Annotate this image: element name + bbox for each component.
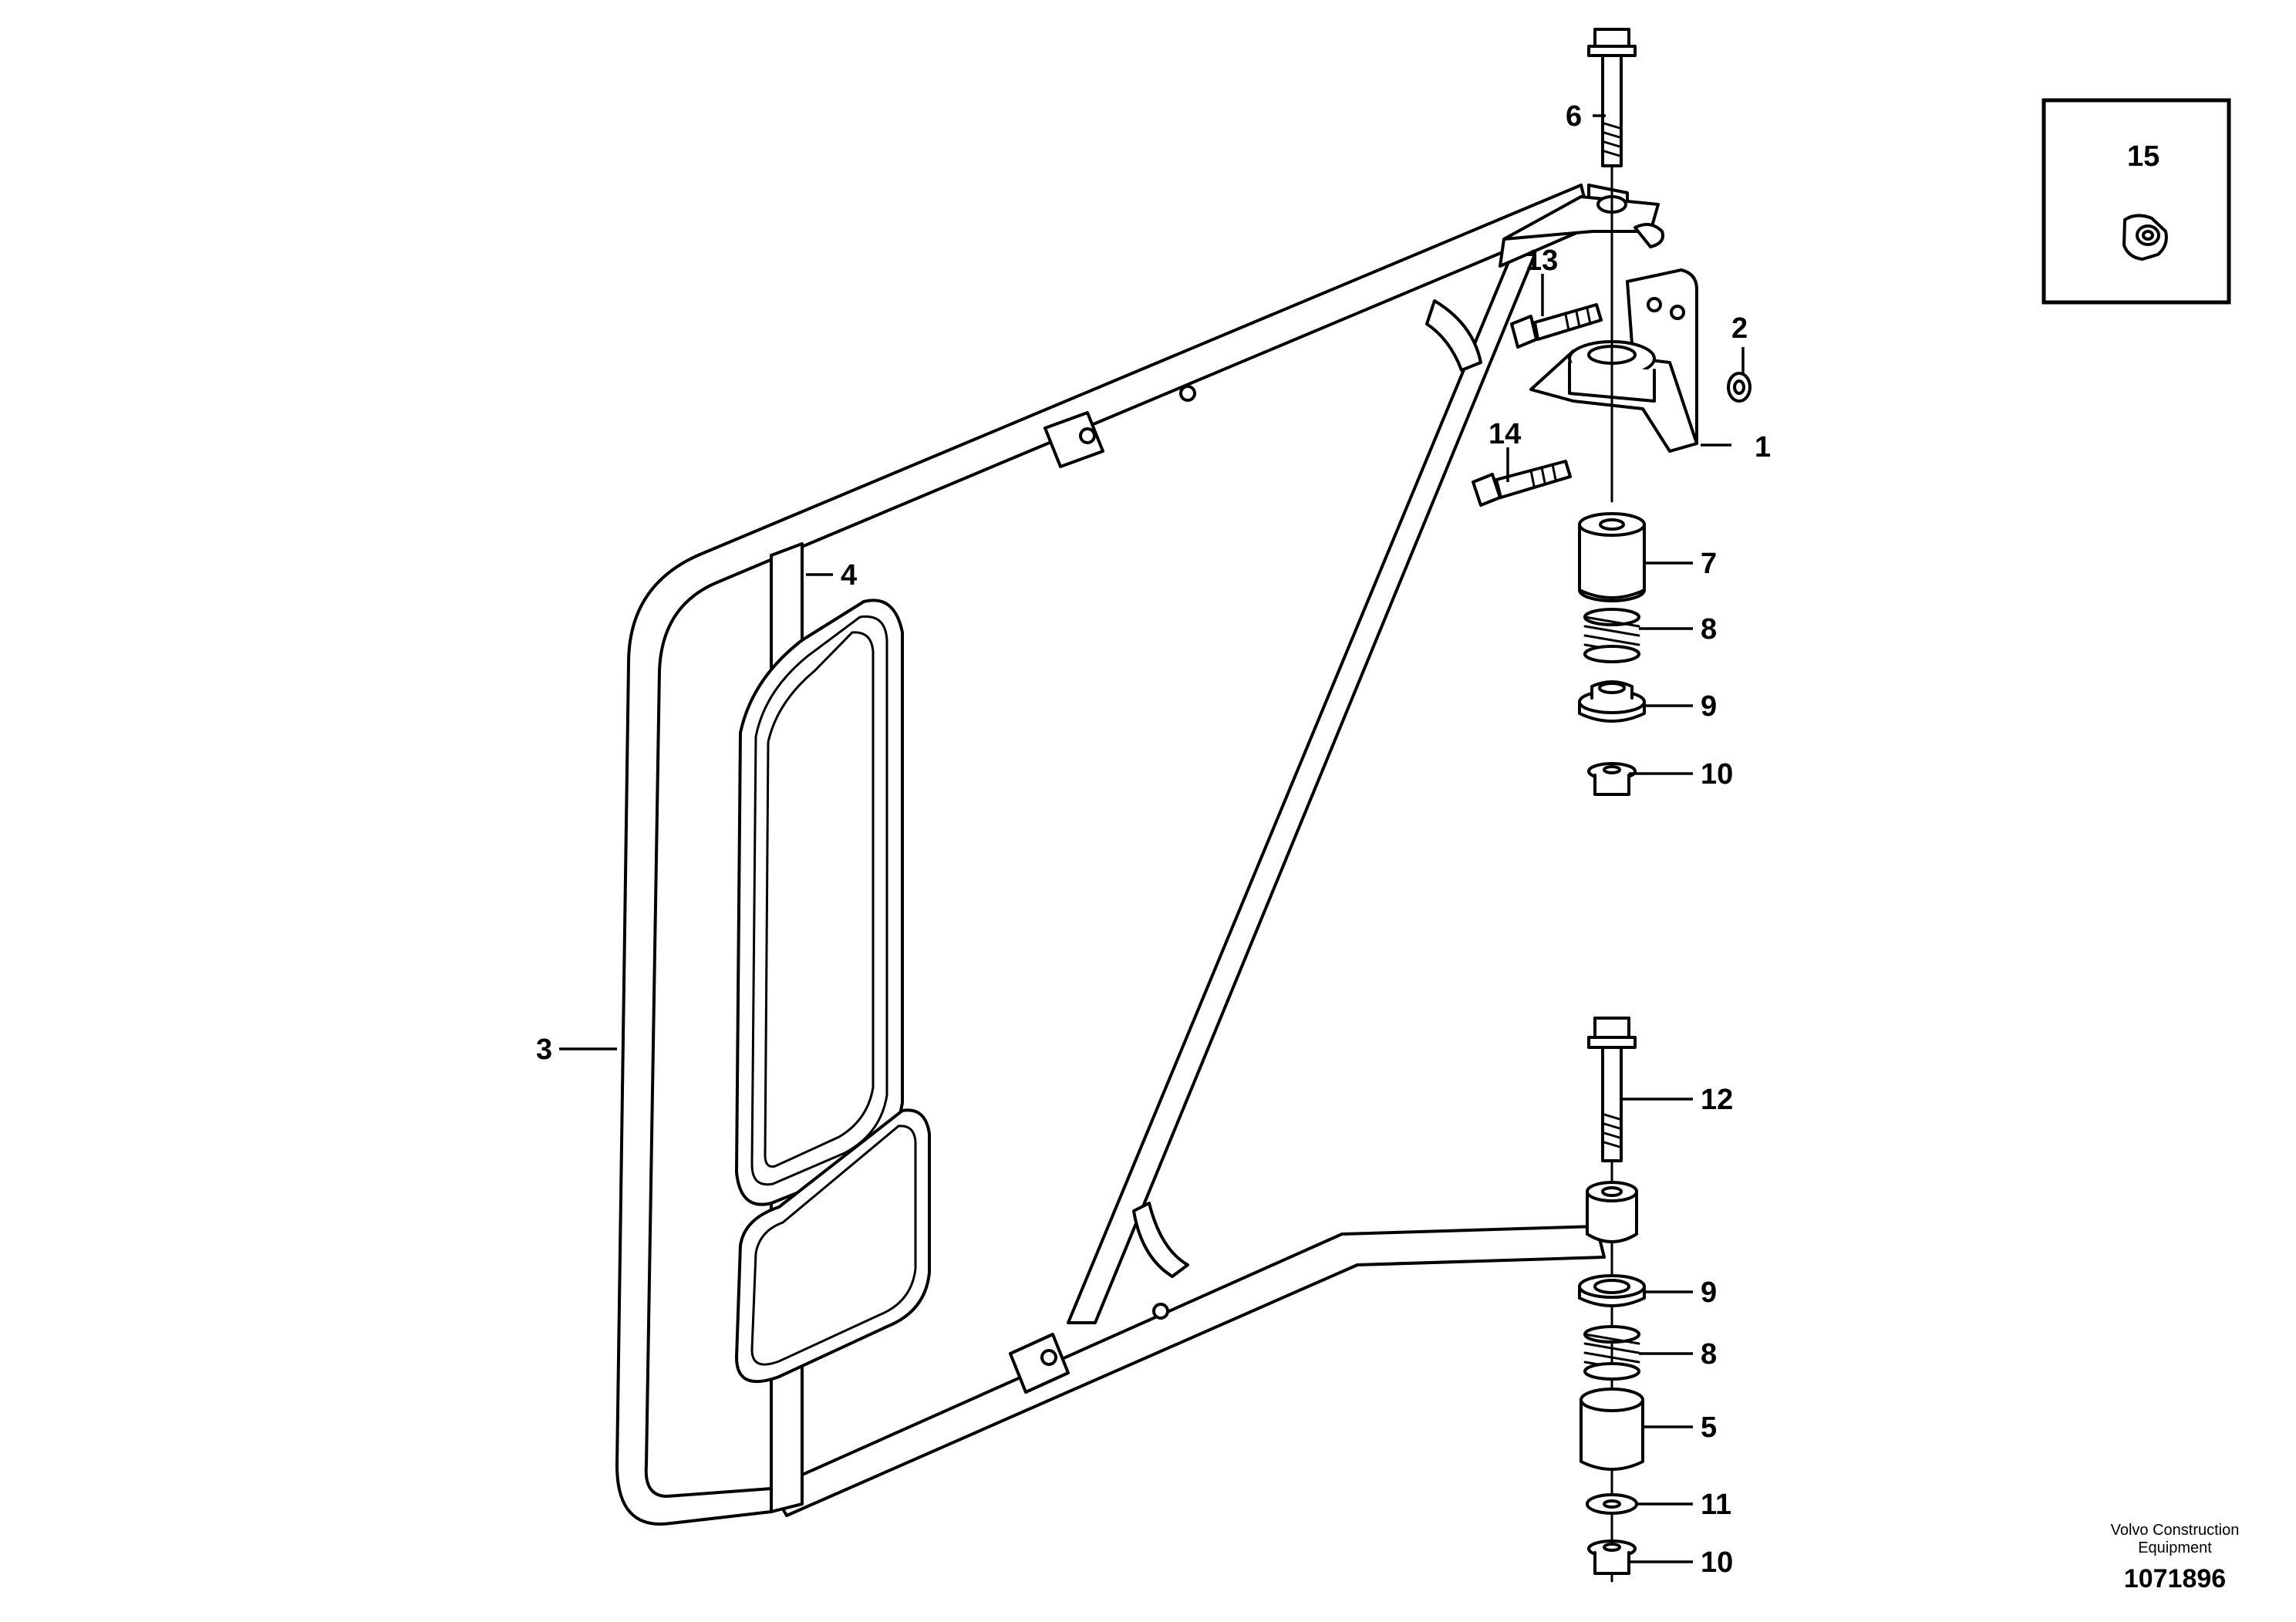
callout-11: 11 xyxy=(1701,1489,1731,1521)
brand-line-1: Volvo Construction xyxy=(2111,1522,2240,1539)
washer-9-top xyxy=(1578,680,1646,723)
washer-11 xyxy=(1586,1493,1638,1515)
bolt-14 xyxy=(1472,460,1572,507)
callout-10-bottom: 10 xyxy=(1701,1546,1733,1579)
callout-2: 2 xyxy=(1731,312,1748,345)
washer-2 xyxy=(1727,372,1752,403)
callout-3: 3 xyxy=(536,1034,552,1066)
callout-15: 15 xyxy=(2127,140,2159,173)
callout-9-bottom: 9 xyxy=(1701,1276,1717,1309)
spring-8-top xyxy=(1583,608,1640,663)
spring-8-bottom xyxy=(1583,1325,1640,1381)
bushing-5 xyxy=(1580,1388,1644,1471)
mounting-bracket xyxy=(1529,268,1698,453)
callout-12: 12 xyxy=(1701,1084,1733,1116)
bolt-13 xyxy=(1510,303,1603,349)
clip-nut-15 xyxy=(2122,214,2168,261)
pivot-boss xyxy=(1586,1181,1638,1243)
bushing-7 xyxy=(1578,512,1646,602)
lower-mirror xyxy=(735,1108,931,1384)
washer-9-bottom xyxy=(1578,1274,1646,1307)
brand-line-2: Equipment xyxy=(2138,1539,2212,1556)
callout-8-top: 8 xyxy=(1701,613,1717,646)
callout-9-top: 9 xyxy=(1701,690,1717,723)
callout-8-bottom: 8 xyxy=(1701,1338,1717,1371)
main-mirror xyxy=(735,599,904,1206)
callout-1: 1 xyxy=(1755,431,1771,464)
callout-5: 5 xyxy=(1701,1411,1717,1444)
callout-4: 4 xyxy=(841,559,857,592)
callout-14: 14 xyxy=(1489,418,1521,450)
inset-box: 15 xyxy=(2041,98,2231,305)
brand-block: Volvo Construction Equipment 1071896 xyxy=(2111,1522,2240,1593)
nut-10-top xyxy=(1587,762,1637,796)
hex-bolt-12 xyxy=(1587,1017,1637,1162)
callout-7: 7 xyxy=(1701,548,1717,580)
callout-10-top: 10 xyxy=(1701,758,1733,791)
frame-top-bracket xyxy=(1499,195,1664,268)
callout-6: 6 xyxy=(1566,100,1582,133)
nut-10-bottom xyxy=(1587,1539,1637,1575)
hex-bolt-6 xyxy=(1587,28,1637,167)
document-number: 1071896 xyxy=(2124,1564,2226,1593)
callout-13: 13 xyxy=(1526,244,1558,277)
